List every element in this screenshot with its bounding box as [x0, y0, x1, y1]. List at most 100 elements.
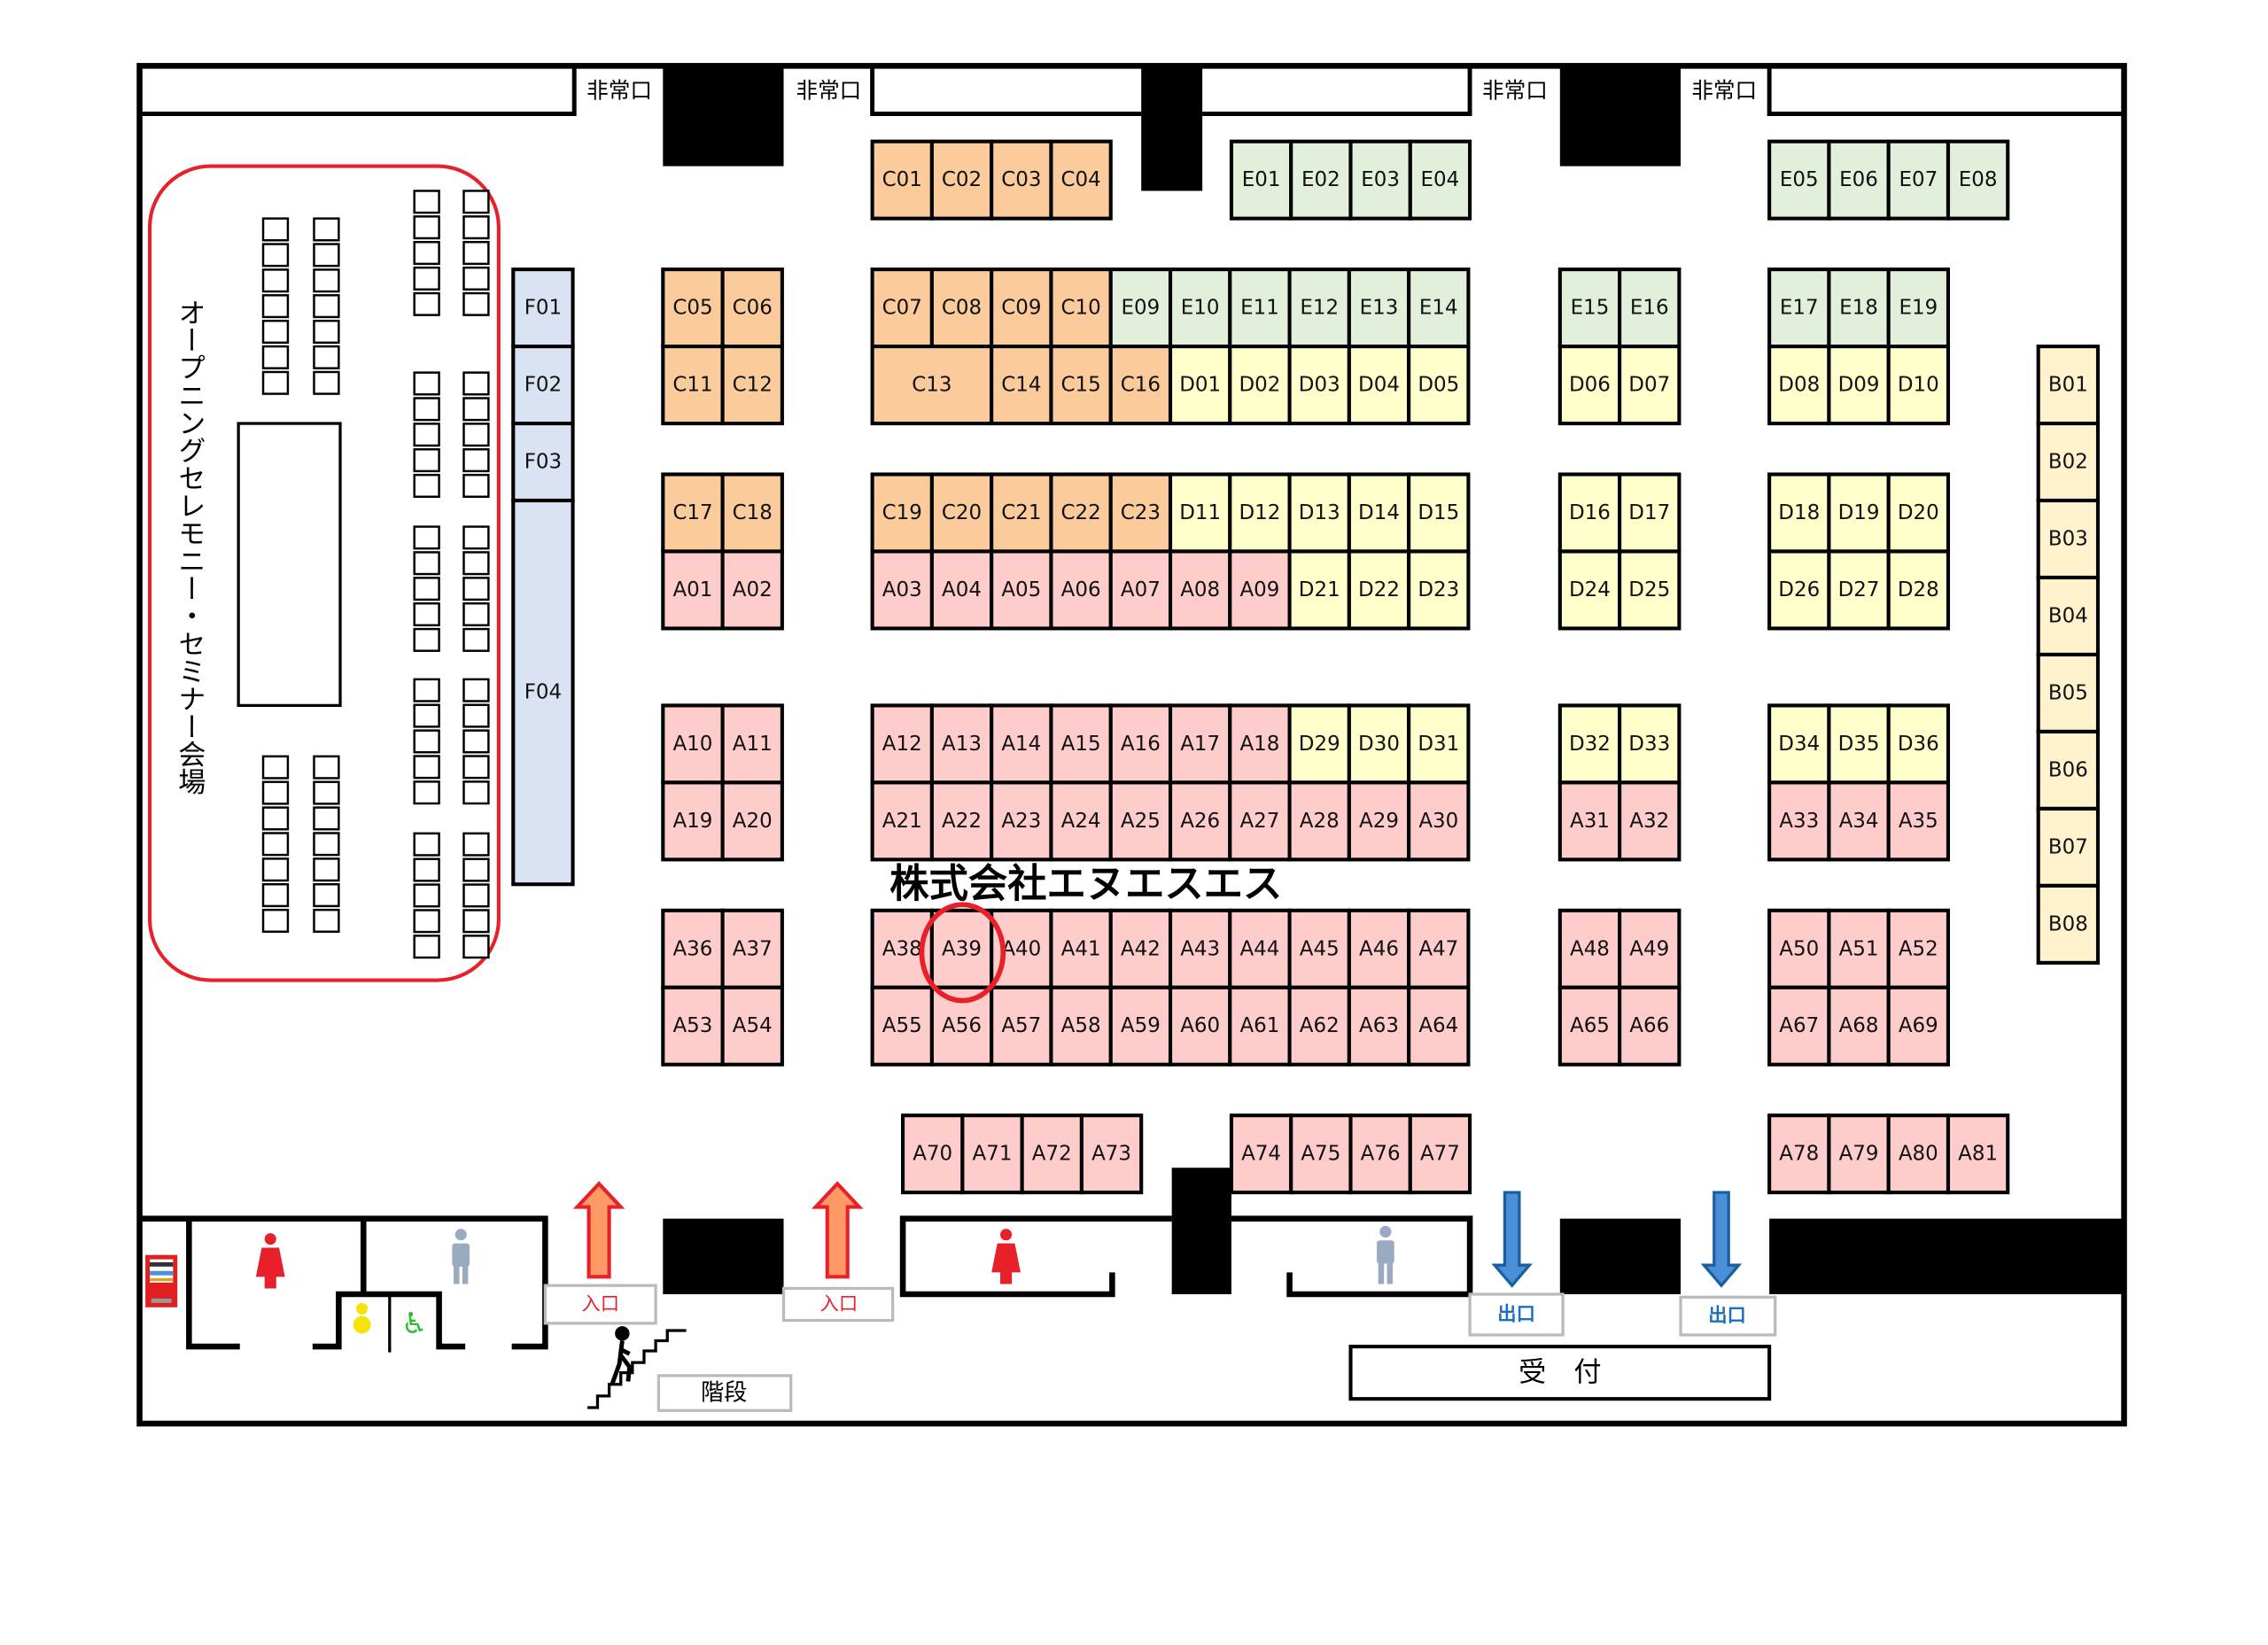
booth-a77[interactable]: A77 — [1408, 1113, 1472, 1195]
booth-f02[interactable]: F02 — [511, 345, 575, 426]
booth-b02[interactable]: B02 — [2036, 421, 2101, 503]
booth-d30[interactable]: D30 — [1347, 703, 1411, 785]
booth-f01[interactable]: F01 — [511, 268, 575, 349]
booth-a01[interactable]: A01 — [661, 549, 725, 631]
booth-b08[interactable]: B08 — [2036, 883, 2101, 965]
booth-a16[interactable]: A16 — [1108, 703, 1173, 785]
booth-a60[interactable]: A60 — [1168, 985, 1232, 1067]
booth-d06[interactable]: D06 — [1557, 345, 1622, 426]
booth-a02[interactable]: A02 — [720, 549, 784, 631]
booth-c21[interactable]: C21 — [990, 472, 1053, 554]
booth-a63[interactable]: A63 — [1347, 985, 1411, 1067]
booth-a29[interactable]: A29 — [1347, 780, 1411, 862]
booth-c01[interactable]: C01 — [870, 139, 934, 221]
booth-a08[interactable]: A08 — [1168, 549, 1232, 631]
booth-a51[interactable]: A51 — [1827, 908, 1891, 989]
booth-d09[interactable]: D09 — [1827, 345, 1891, 426]
booth-c18[interactable]: C18 — [720, 472, 784, 554]
booth-e09[interactable]: E09 — [1108, 268, 1173, 349]
booth-c06[interactable]: C06 — [720, 268, 784, 349]
booth-a64[interactable]: A64 — [1407, 985, 1471, 1067]
reception-desk[interactable]: 受 付 — [1348, 1345, 1772, 1401]
booth-a10[interactable]: A10 — [661, 703, 725, 785]
booth-a34[interactable]: A34 — [1827, 780, 1891, 862]
booth-b07[interactable]: B07 — [2036, 806, 2101, 888]
booth-e19[interactable]: E19 — [1886, 268, 1951, 349]
booth-a61[interactable]: A61 — [1228, 985, 1292, 1067]
booth-d29[interactable]: D29 — [1287, 703, 1351, 785]
booth-e06[interactable]: E06 — [1827, 139, 1891, 221]
booth-a26[interactable]: A26 — [1168, 780, 1232, 862]
booth-d27[interactable]: D27 — [1827, 549, 1891, 631]
booth-d03[interactable]: D03 — [1287, 345, 1351, 426]
booth-a74[interactable]: A74 — [1229, 1113, 1293, 1195]
booth-e03[interactable]: E03 — [1348, 139, 1412, 221]
booth-a52[interactable]: A52 — [1886, 908, 1951, 989]
booth-c09[interactable]: C09 — [990, 268, 1053, 349]
booth-a44[interactable]: A44 — [1228, 908, 1292, 989]
booth-a36[interactable]: A36 — [661, 908, 725, 989]
booth-a59[interactable]: A59 — [1108, 985, 1173, 1067]
booth-a05[interactable]: A05 — [990, 549, 1053, 631]
booth-a06[interactable]: A06 — [1049, 549, 1113, 631]
booth-c10[interactable]: C10 — [1049, 268, 1113, 349]
booth-a24[interactable]: A24 — [1049, 780, 1113, 862]
booth-c15[interactable]: C15 — [1049, 345, 1113, 426]
booth-a62[interactable]: A62 — [1287, 985, 1351, 1067]
booth-d34[interactable]: D34 — [1767, 703, 1831, 785]
booth-e07[interactable]: E07 — [1886, 139, 1951, 221]
booth-a03[interactable]: A03 — [870, 549, 934, 631]
booth-a07[interactable]: A07 — [1108, 549, 1173, 631]
booth-d16[interactable]: D16 — [1557, 472, 1622, 554]
booth-a31[interactable]: A31 — [1557, 780, 1622, 862]
booth-d18[interactable]: D18 — [1767, 472, 1831, 554]
booth-a45[interactable]: A45 — [1287, 908, 1351, 989]
booth-d28[interactable]: D28 — [1886, 549, 1951, 631]
booth-a33[interactable]: A33 — [1767, 780, 1831, 862]
booth-d10[interactable]: D10 — [1886, 345, 1951, 426]
booth-a80[interactable]: A80 — [1886, 1113, 1951, 1195]
booth-d11[interactable]: D11 — [1168, 472, 1232, 554]
booth-a48[interactable]: A48 — [1557, 908, 1622, 989]
booth-a50[interactable]: A50 — [1767, 908, 1831, 989]
booth-c11[interactable]: C11 — [661, 345, 725, 426]
booth-a71[interactable]: A71 — [960, 1113, 1024, 1195]
booth-a75[interactable]: A75 — [1289, 1113, 1353, 1195]
booth-d13[interactable]: D13 — [1287, 472, 1351, 554]
booth-d14[interactable]: D14 — [1347, 472, 1411, 554]
booth-a47[interactable]: A47 — [1407, 908, 1471, 989]
booth-a69[interactable]: A69 — [1886, 985, 1951, 1067]
booth-c14[interactable]: C14 — [990, 345, 1053, 426]
booth-a55[interactable]: A55 — [870, 985, 934, 1067]
booth-a17[interactable]: A17 — [1168, 703, 1232, 785]
booth-d08[interactable]: D08 — [1767, 345, 1831, 426]
booth-c19[interactable]: C19 — [870, 472, 934, 554]
booth-e04[interactable]: E04 — [1408, 139, 1472, 221]
booth-c05[interactable]: C05 — [661, 268, 725, 349]
booth-b05[interactable]: B05 — [2036, 652, 2101, 733]
booth-c12[interactable]: C12 — [720, 345, 784, 426]
booth-c16[interactable]: C16 — [1108, 345, 1173, 426]
booth-f03[interactable]: F03 — [511, 421, 575, 503]
booth-b01[interactable]: B01 — [2036, 345, 2101, 426]
booth-a12[interactable]: A12 — [870, 703, 934, 785]
booth-c07[interactable]: C07 — [870, 268, 934, 349]
booth-a35[interactable]: A35 — [1886, 780, 1951, 862]
booth-b04[interactable]: B04 — [2036, 575, 2101, 657]
booth-e15[interactable]: E15 — [1557, 268, 1622, 349]
booth-a32[interactable]: A32 — [1618, 780, 1682, 862]
booth-e11[interactable]: E11 — [1228, 268, 1292, 349]
booth-d20[interactable]: D20 — [1886, 472, 1951, 554]
booth-a39[interactable]: A39 — [929, 908, 994, 989]
booth-a68[interactable]: A68 — [1827, 985, 1891, 1067]
booth-e16[interactable]: E16 — [1618, 268, 1682, 349]
booth-d25[interactable]: D25 — [1618, 549, 1682, 631]
booth-e05[interactable]: E05 — [1767, 139, 1831, 221]
booth-e18[interactable]: E18 — [1827, 268, 1891, 349]
booth-a76[interactable]: A76 — [1348, 1113, 1412, 1195]
booth-a21[interactable]: A21 — [870, 780, 934, 862]
booth-c03[interactable]: C03 — [990, 139, 1053, 221]
booth-a67[interactable]: A67 — [1767, 985, 1831, 1067]
booth-a81[interactable]: A81 — [1946, 1113, 2010, 1195]
booth-a46[interactable]: A46 — [1347, 908, 1411, 989]
